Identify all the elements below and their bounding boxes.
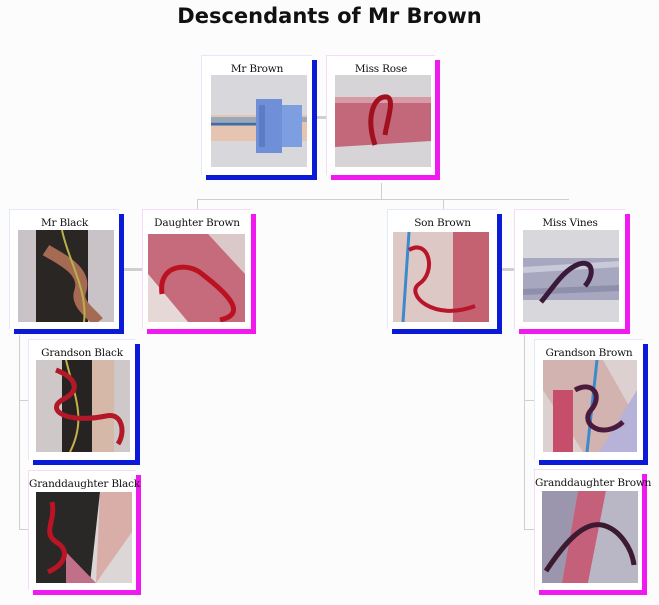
person-card-son-brown[interactable]: Son Brown	[387, 209, 497, 329]
person-name: Granddaughter Black	[29, 478, 140, 490]
person-card-daughter-brown[interactable]: Daughter Brown	[142, 209, 251, 329]
person-card-mr-brown[interactable]: Mr Brown	[201, 55, 312, 175]
person-name: Grandson Black	[41, 347, 123, 359]
connector-children-bar	[197, 199, 569, 200]
connector-couple-right	[500, 268, 516, 271]
person-name: Daughter Brown	[154, 217, 240, 229]
connector-right-down	[524, 335, 525, 530]
person-name: Grandson Brown	[545, 347, 633, 359]
person-card-miss-vines[interactable]: Miss Vines	[514, 209, 625, 329]
person-name: Miss Vines	[542, 217, 598, 229]
dark-vine-icon	[523, 230, 619, 322]
pink-vine-icon	[542, 491, 638, 583]
connector-right-gen3-1	[524, 400, 534, 401]
person-card-granddaughter-black[interactable]: Granddaughter Black	[28, 470, 140, 590]
red-wire-icon	[148, 234, 245, 322]
person-name: Mr Brown	[230, 63, 284, 75]
person-card-miss-rose[interactable]: Miss Rose	[326, 55, 435, 175]
purple-twist-icon	[543, 360, 637, 452]
person-card-grandson-black[interactable]: Grandson Black	[28, 339, 135, 460]
connector-left-down	[19, 335, 20, 530]
connector-top-down	[381, 183, 382, 199]
person-name: Son Brown	[414, 217, 471, 229]
connector-right-gen3-2	[524, 529, 534, 530]
blue-wire-icon	[393, 232, 489, 322]
red-ring-icon	[335, 75, 431, 167]
connector-left-gen3-2	[19, 529, 29, 530]
person-name: Miss Rose	[354, 63, 408, 75]
red-black-wire-icon	[36, 360, 130, 452]
person-name: Granddaughter Brown	[535, 477, 652, 489]
red-black-twist-icon	[36, 492, 132, 583]
connector-couple-left	[121, 268, 143, 271]
person-card-mr-black[interactable]: Mr Black	[9, 209, 119, 329]
person-name: Mr Black	[40, 217, 89, 229]
person-card-granddaughter-brown[interactable]: Granddaughter Brown	[534, 469, 652, 590]
person-card-grandson-brown[interactable]: Grandson Brown	[534, 339, 643, 460]
connector-left-gen3-1	[19, 400, 29, 401]
connector-couple-top	[316, 116, 326, 119]
page-title: Descendants of Mr Brown	[177, 4, 482, 28]
black-leather-icon	[18, 230, 114, 322]
blue-tape-icon	[211, 75, 307, 167]
connector-to-son	[443, 199, 444, 209]
connector-to-daughter	[197, 199, 198, 209]
